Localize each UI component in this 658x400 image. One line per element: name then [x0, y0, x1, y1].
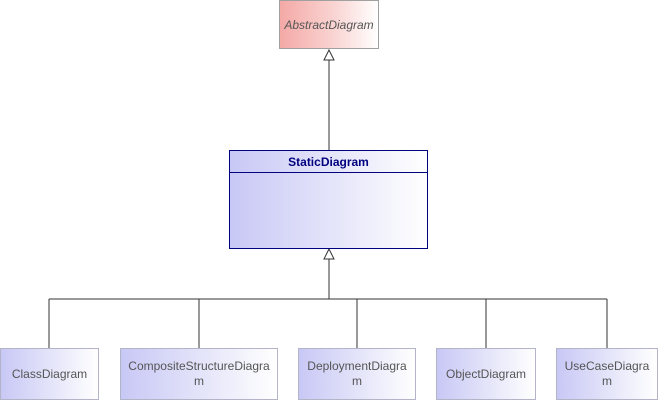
abstract-diagram-class[interactable]: AbstractDiagram	[279, 0, 379, 49]
object-diagram-class[interactable]: ObjectDiagram	[436, 348, 536, 400]
composite-structure-diagram-class[interactable]: CompositeStructureDiagram	[120, 348, 278, 400]
abstract-diagram-name: AbstractDiagram	[284, 17, 374, 32]
generalization-arrowhead-static	[323, 247, 335, 260]
use-case-diagram-class[interactable]: UseCaseDiagram	[556, 348, 658, 400]
static-diagram-class[interactable]: StaticDiagram	[229, 150, 428, 249]
generalization-arrowhead-abstract	[323, 48, 335, 61]
deployment-diagram-class[interactable]: DeploymentDiagram	[298, 348, 416, 400]
class-diagram-class[interactable]: ClassDiagram	[0, 348, 99, 400]
static-diagram-name: StaticDiagram	[230, 151, 427, 173]
